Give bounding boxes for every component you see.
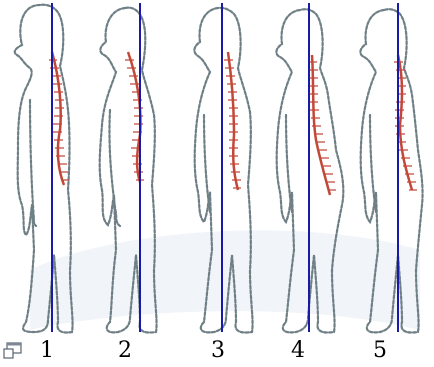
figure-label-5: 5 <box>373 337 387 365</box>
figure-label-2: 2 <box>118 337 132 365</box>
watermark-shape <box>30 230 420 330</box>
figure-label-1: 1 <box>40 337 54 365</box>
figure-2-spine <box>125 52 144 182</box>
figure-label-4: 4 <box>291 337 305 365</box>
figure-labels: 1 2 3 4 5 <box>0 337 434 365</box>
figure-label-3: 3 <box>211 337 225 365</box>
